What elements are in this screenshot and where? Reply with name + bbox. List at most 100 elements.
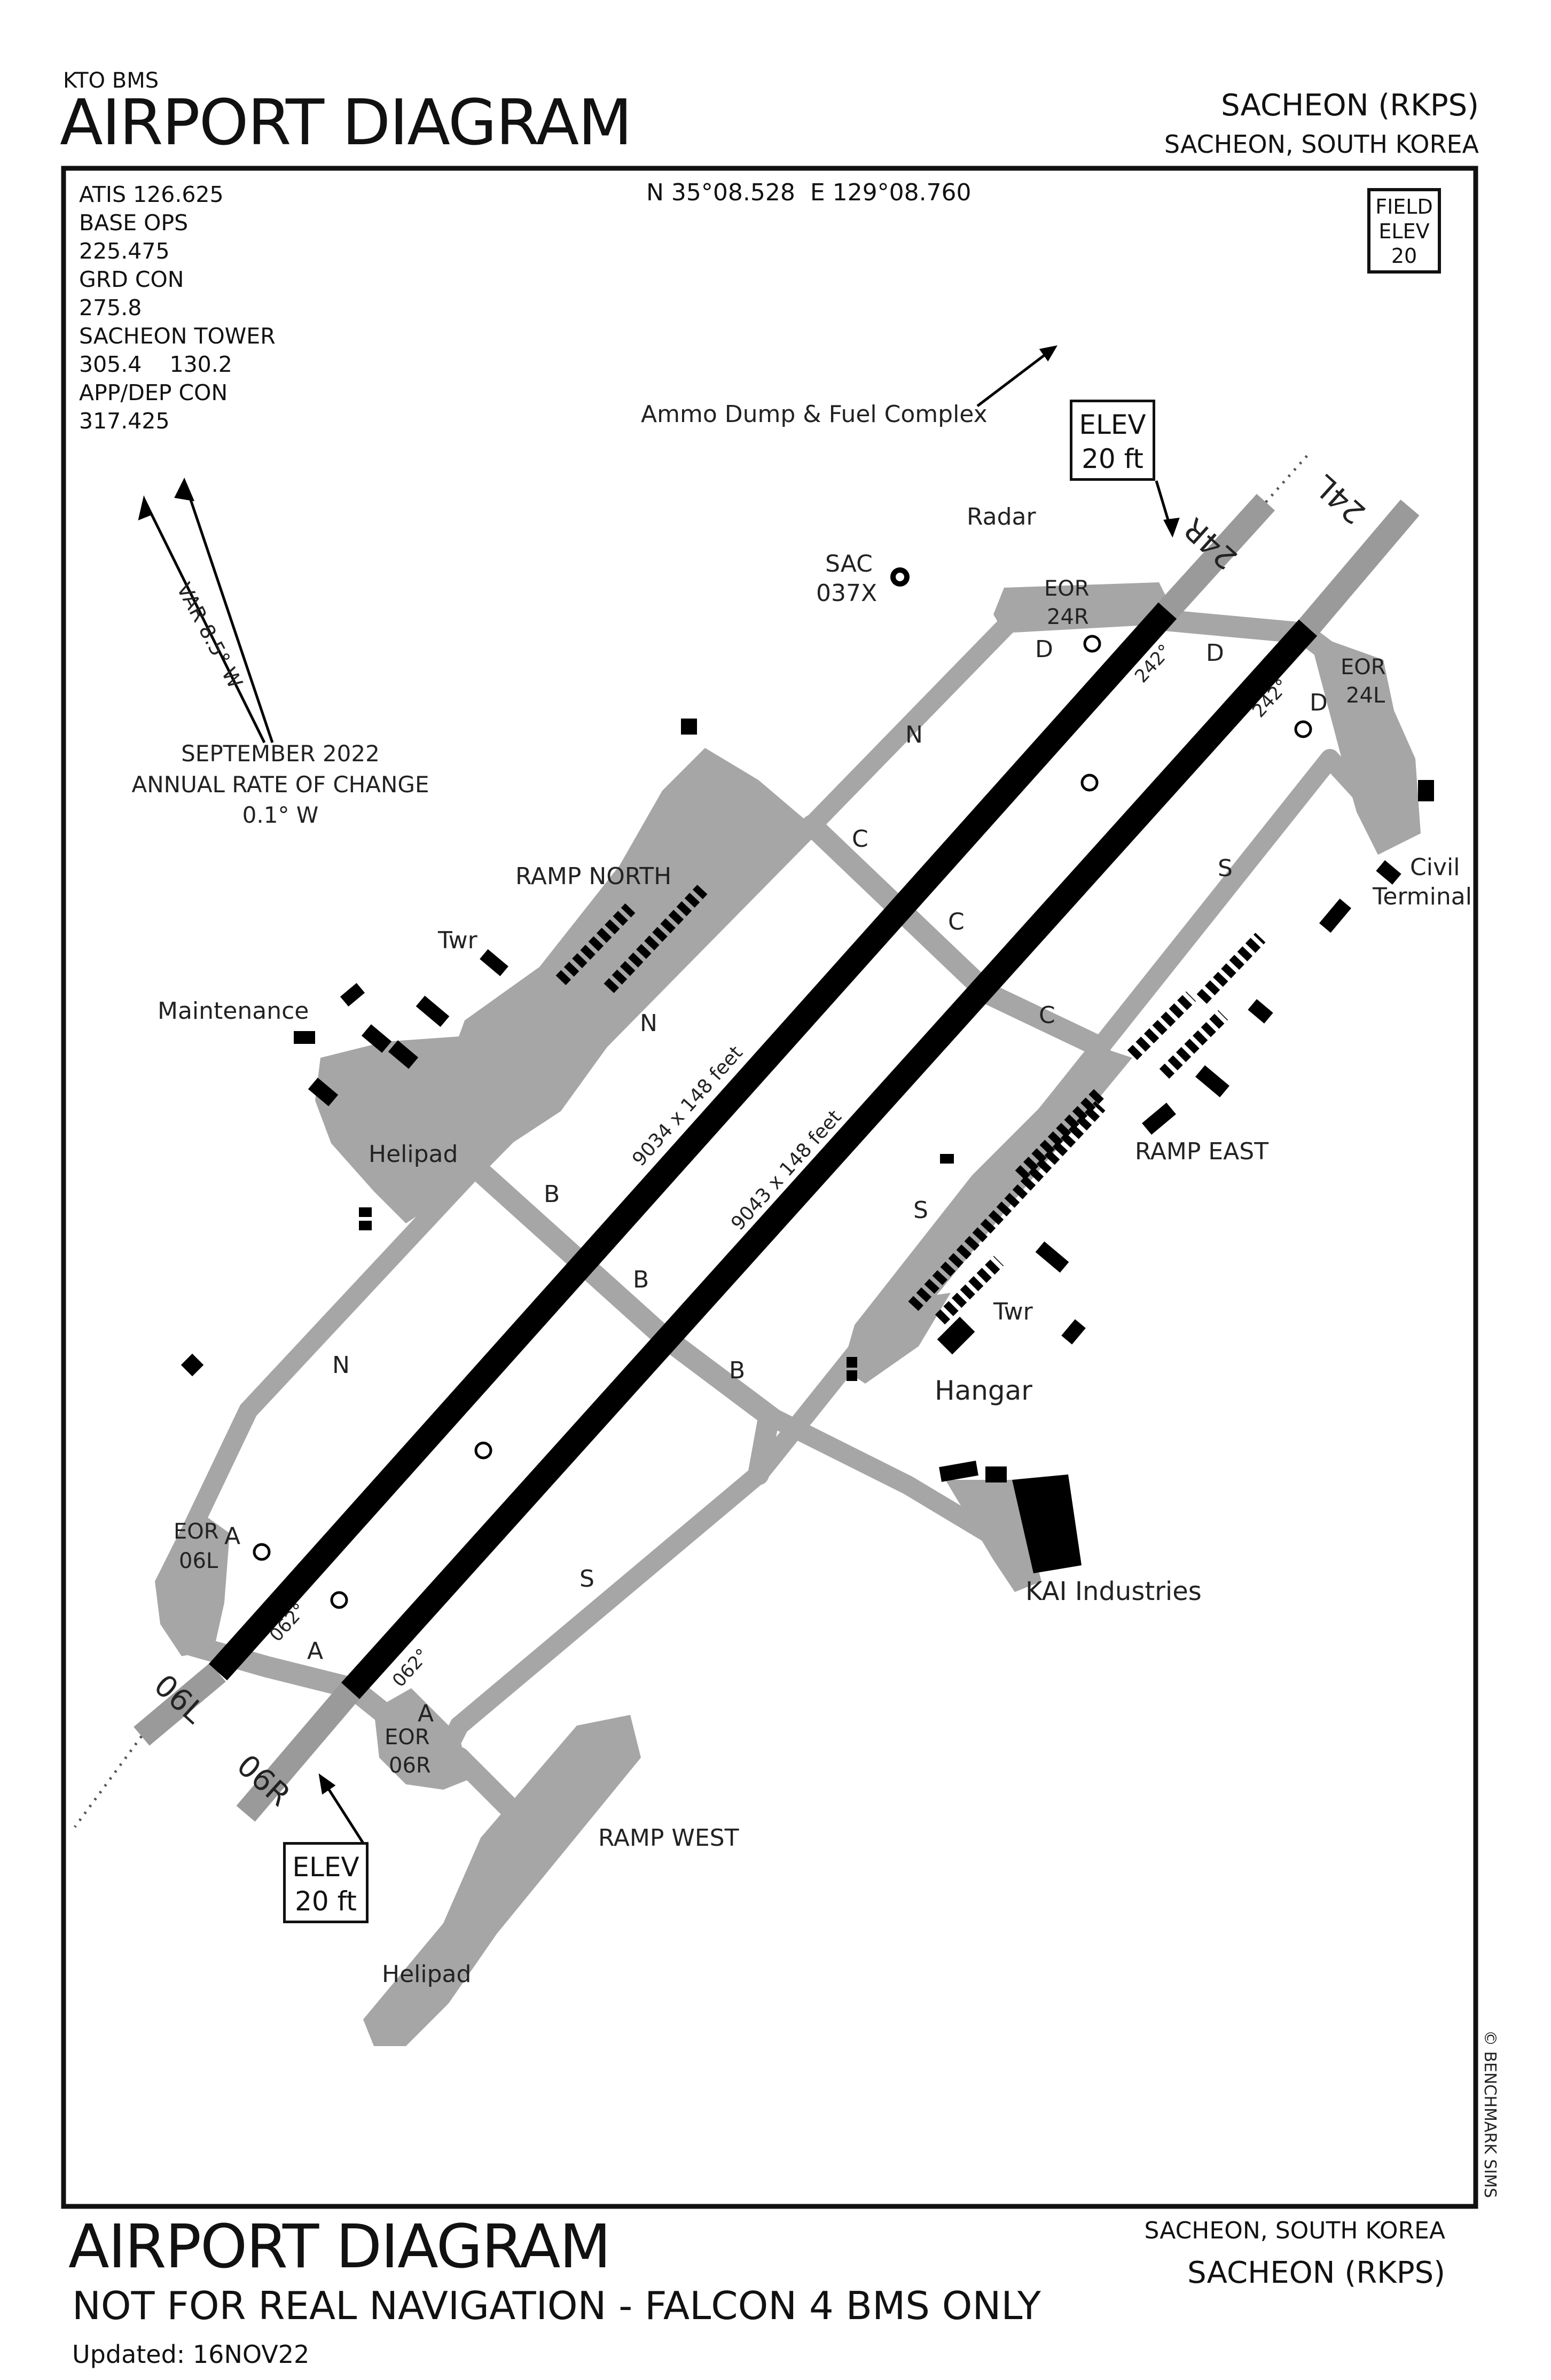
runway-extensions — [134, 494, 1420, 1822]
eor-24l-pad — [1309, 633, 1421, 855]
label-terminal: Terminal — [1372, 883, 1472, 910]
eor-24r-pad — [993, 582, 1172, 633]
taxiway-label-a: A — [224, 1523, 240, 1550]
label-ramp-east: RAMP EAST — [1135, 1138, 1268, 1165]
elev-box-line1: ELEV — [1079, 409, 1146, 440]
footer-updated: Updated: 16NOV22 — [72, 2340, 310, 2369]
label-eor-24r-rwy: 24R — [1047, 605, 1089, 629]
header-source: KTO BMS — [63, 68, 159, 93]
elev-box-line2: 20 ft — [295, 1886, 357, 1917]
windsock-icon — [1083, 635, 1101, 653]
windsocks — [253, 635, 1312, 1609]
airport-coordinates: N 35°08.528 E 129°08.760 — [646, 179, 972, 206]
frequency-line: SACHEON TOWER — [79, 323, 276, 349]
tacan-icon — [890, 567, 910, 587]
ramps — [155, 582, 1421, 2046]
label-eor-06r-rwy: 06R — [389, 1753, 431, 1778]
approach-lights — [73, 453, 1310, 1828]
label-ramp-west: RAMP WEST — [598, 1824, 739, 1852]
rwy-06r-extension — [236, 1683, 360, 1822]
label-helipad-north: Helipad — [369, 1141, 458, 1168]
hangar-apron — [849, 1293, 951, 1384]
label-eor-06l-rwy: 06L — [179, 1549, 218, 1573]
taxiway-label-b: B — [544, 1181, 560, 1208]
taxiway-label-d: D — [1206, 639, 1224, 667]
frequencies-block: ATIS 126.625 BASE OPS 225.475 GRD CON 27… — [79, 181, 276, 435]
taxiway-label-a: A — [307, 1637, 323, 1665]
frequency-line: ATIS 126.625 — [79, 182, 224, 207]
label-eor-06r: EOR — [385, 1725, 430, 1750]
footer-disclaimer: NOT FOR REAL NAVIGATION - FALCON 4 BMS O… — [72, 2283, 1041, 2328]
taxiway-label-n: N — [640, 1010, 657, 1037]
taxiway-label-d: D — [1035, 636, 1053, 663]
label-eor-24r: EOR — [1044, 576, 1090, 601]
windsock-icon — [1294, 720, 1312, 738]
elev-box-line2: 20 ft — [1082, 443, 1143, 474]
shelter-rows — [555, 885, 1266, 1325]
taxiway-label-b: B — [729, 1357, 745, 1384]
label-civil: Civil — [1410, 854, 1460, 881]
label-helipad-west: Helipad — [382, 1961, 471, 1988]
label-sac: SAC — [825, 550, 873, 578]
magnetic-date: SEPTEMBER 2022 — [181, 740, 380, 767]
label-twr-east: Twr — [993, 1298, 1033, 1325]
runway-06r-24l — [341, 619, 1318, 1699]
magnetic-rate-label: ANNUAL RATE OF CHANGE — [132, 771, 429, 798]
ramp-north — [422, 748, 812, 1170]
label-sac-channel: 037X — [816, 580, 877, 607]
windsock-icon — [330, 1591, 348, 1609]
footer-title: AIRPORT DIAGRAM — [68, 2212, 611, 2282]
field-elev-value: 20 — [1391, 244, 1417, 268]
label-eor-06l: EOR — [174, 1519, 219, 1544]
runway-end-24l: 24L — [1309, 468, 1373, 530]
taxiway-n — [182, 610, 1022, 1623]
elev-box-24r: ELEV 20 ft — [1070, 400, 1155, 481]
runways — [208, 602, 1318, 1699]
map-labels: Ammo Dump & Fuel Complex Radar SAC 037X … — [132, 401, 1500, 2198]
taxiway-label-a: A — [418, 1700, 434, 1727]
frequency-line: 305.4 130.2 — [79, 352, 232, 377]
rwy-06l-extension — [134, 1663, 226, 1746]
field-elev-line2: ELEV — [1378, 220, 1430, 243]
taxiway-label-s: S — [913, 1197, 928, 1224]
taxiway-label-c: C — [948, 908, 965, 935]
rwy-24l-extension — [1298, 500, 1420, 636]
runway-06l-24r — [208, 602, 1177, 1681]
label-eor-24l-rwy: 24L — [1346, 683, 1385, 708]
windsock-icon — [474, 1441, 492, 1460]
field-elev-line1: FIELD — [1375, 195, 1433, 219]
diagram-frame — [61, 166, 1478, 2209]
magnetic-rate: 0.1° W — [242, 802, 319, 828]
leader-arrows — [318, 345, 1180, 1844]
footer-airport: SACHEON (RKPS) — [1187, 2256, 1445, 2290]
kai-apron — [945, 1480, 1041, 1592]
frequency-line: APP/DEP CON — [79, 380, 228, 405]
header-location: SACHEON, SOUTH KOREA — [1164, 130, 1479, 159]
taxiway-label-s: S — [579, 1565, 594, 1593]
label-kai: KAI Industries — [1025, 1577, 1202, 1606]
taxiway-label-d: D — [1310, 689, 1328, 716]
taxiway-label-s: S — [1218, 855, 1233, 882]
taxiway-label-c: C — [852, 825, 868, 853]
taxiway-label-b: B — [633, 1266, 649, 1293]
label-ammo: Ammo Dump & Fuel Complex — [641, 401, 988, 428]
frequency-line: GRD CON — [79, 267, 184, 292]
buildings — [181, 719, 1434, 1573]
label-maintenance: Maintenance — [158, 997, 309, 1025]
taxiway-label-c: C — [1039, 1002, 1055, 1029]
taxiway-label-n: N — [332, 1352, 350, 1379]
frequency-line: 275.8 — [79, 295, 142, 321]
label-ramp-north: RAMP NORTH — [515, 863, 671, 890]
taxiway-label-n: N — [905, 721, 923, 748]
taxiway-b-ext — [652, 1325, 780, 1426]
frequency-line: BASE OPS — [79, 210, 189, 236]
helipad-north — [387, 1154, 446, 1197]
taxiway-ramp-west — [449, 1747, 518, 1816]
copyright: © BENCHMARK SIMS — [1480, 2030, 1499, 2198]
eor-06r-pad — [374, 1688, 470, 1790]
eor-06l-pad — [155, 1507, 230, 1656]
windsock-icon — [1080, 774, 1099, 792]
label-radar: Radar — [967, 503, 1036, 530]
frequency-line: 225.475 — [79, 238, 170, 264]
label-twr-north: Twr — [437, 927, 478, 954]
